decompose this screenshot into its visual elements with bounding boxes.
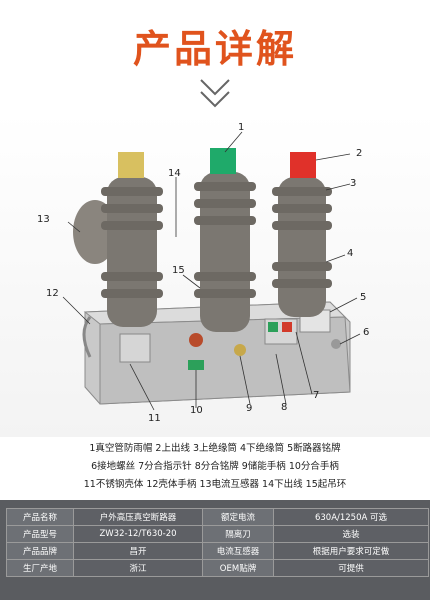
spec-key: 产品型号: [6, 525, 74, 543]
insulator-middle: [194, 148, 256, 332]
header: 产品详解: [0, 0, 430, 110]
callout-8: 8: [281, 402, 288, 413]
callout-14: 14: [168, 168, 181, 179]
spec-key: 隔离刀: [202, 525, 274, 543]
spec-value: 昌开: [73, 542, 203, 560]
callout-5: 5: [360, 292, 367, 303]
caption-line-3: 11不锈钢壳体 12壳体手柄 13电流互感器 14下出线 15起吊环: [83, 479, 347, 490]
table-row: 产品品牌 昌开 电流互感器 根据用户要求可定做: [6, 542, 429, 560]
table-row: 产品型号 ZW32-12/T630-20 隔离刀 选装: [6, 525, 429, 543]
spec-table: 产品名称 户外高压真空断路器 额定电流 630A/1250A 可选 产品型号 Z…: [6, 508, 429, 577]
chevron-down-icon: [200, 79, 230, 108]
callout-12: 12: [46, 288, 59, 299]
callout-4: 4: [347, 248, 354, 259]
callout-13: 13: [37, 214, 50, 225]
spec-key: OEM贴牌: [202, 559, 274, 577]
page-title: 产品详解: [132, 27, 297, 71]
table-row: 产品名称 户外高压真空断路器 额定电流 630A/1250A 可选: [6, 508, 429, 526]
callout-1: 1: [238, 122, 245, 133]
spec-value: 户外高压真空断路器: [73, 508, 203, 526]
spec-key: 产品名称: [6, 508, 74, 526]
callout-7: 7: [313, 390, 320, 401]
callout-10: 10: [190, 405, 203, 416]
caption-line-2: 6接地螺丝 7分合指示针 8分合铭牌 9储能手柄 10分合手柄: [91, 461, 339, 472]
insulator-right: [272, 152, 332, 317]
table-row: 生厂产地 浙江 OEM贴牌 可提供: [6, 559, 429, 577]
callout-2: 2: [356, 148, 363, 159]
callout-6: 6: [363, 327, 370, 338]
callout-3: 3: [350, 178, 357, 189]
spec-key: 产品品牌: [6, 542, 74, 560]
spec-key: 生厂产地: [6, 559, 74, 577]
caption-line-1: 1真空管防雨帽 2上出线 3上绝缘筒 4下绝缘筒 5断路器铭牌: [89, 443, 341, 454]
spec-value: 根据用户要求可定做: [273, 542, 429, 560]
breaker-illustration: [62, 131, 361, 411]
spec-value: 选装: [273, 525, 429, 543]
callout-9: 9: [246, 403, 253, 414]
spec-table-panel: 产品名称 户外高压真空断路器 额定电流 630A/1250A 可选 产品型号 Z…: [0, 500, 430, 600]
spec-key: 额定电流: [202, 508, 274, 526]
insulator-left: [101, 152, 163, 327]
spec-value: 可提供: [273, 559, 429, 577]
callout-11: 11: [148, 413, 161, 424]
spec-key: 电流互感器: [202, 542, 274, 560]
callout-15: 15: [172, 265, 185, 276]
spec-value: 浙江: [73, 559, 203, 577]
spec-value: 630A/1250A 可选: [273, 508, 429, 526]
spec-value: ZW32-12/T630-20: [73, 525, 203, 543]
